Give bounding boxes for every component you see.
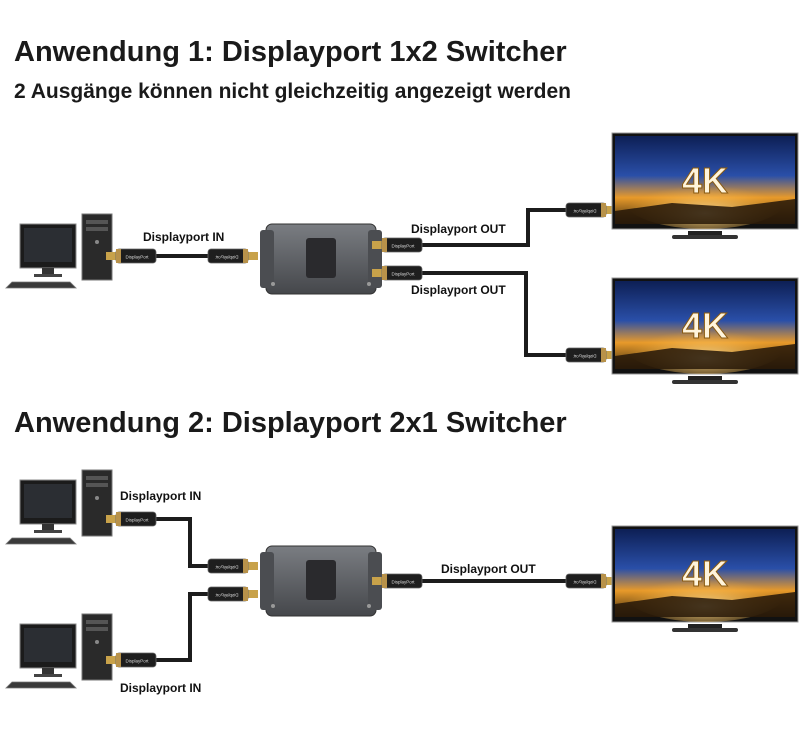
scenario1-output-top-label: Displayport OUT bbox=[411, 222, 506, 236]
displayport-plug-icon bbox=[207, 558, 259, 574]
displayport-plug-icon bbox=[105, 511, 157, 527]
scenario2-input-top-label: Displayport IN bbox=[120, 489, 202, 503]
desktop-pc-icon bbox=[5, 613, 113, 689]
scenario2-cables bbox=[156, 517, 566, 662]
scenario2-title: Anwendung 2: Displayport 2x1 Switcher bbox=[14, 407, 567, 439]
displayport-plug-icon bbox=[207, 248, 259, 264]
scenario2-input-bottom-label: Displayport IN bbox=[120, 681, 202, 695]
displayport-plug-icon bbox=[565, 347, 617, 363]
displayport-plug-icon bbox=[105, 652, 157, 668]
displayport-plug-icon bbox=[565, 573, 617, 589]
tv-4k-icon bbox=[611, 132, 799, 240]
displayport-switch-icon bbox=[259, 223, 383, 295]
desktop-pc-icon bbox=[5, 213, 113, 289]
scenario1-cables bbox=[150, 208, 566, 357]
scenario2-output-label: Displayport OUT bbox=[441, 562, 536, 576]
tv-4k-icon bbox=[611, 525, 799, 633]
displayport-plug-icon bbox=[207, 586, 259, 602]
scenario1-output-bottom-label: Displayport OUT bbox=[411, 283, 506, 297]
scenario1-input-label: Displayport IN bbox=[143, 230, 225, 244]
displayport-plug-icon bbox=[565, 202, 617, 218]
desktop-pc-icon bbox=[5, 469, 113, 545]
scenario1-title: Anwendung 1: Displayport 1x2 Switcher bbox=[14, 36, 567, 68]
tv-4k-icon bbox=[611, 277, 799, 385]
displayport-switch-icon bbox=[259, 545, 383, 617]
displayport-plug-icon bbox=[105, 248, 157, 264]
scenario1-subtitle: 2 Ausgänge können nicht gleichzeitig ang… bbox=[14, 80, 571, 103]
